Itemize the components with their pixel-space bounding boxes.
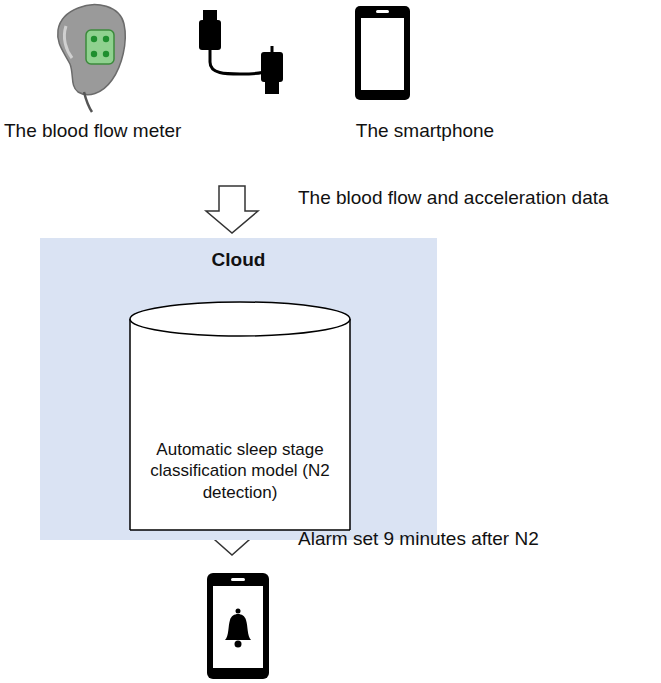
cloud-panel: CloudAutomatic sleep stage classificatio… <box>40 238 437 540</box>
flow-arrow <box>206 186 258 233</box>
device-label: The blood flow meter <box>4 120 181 142</box>
panel-title: Cloud <box>212 248 266 272</box>
arrow-label: The blood flow and acceleration data <box>298 187 609 209</box>
node-text: Automatic sleep stage classification mod… <box>144 439 336 503</box>
cable-icon <box>199 10 283 94</box>
smartphone-icon <box>355 6 410 100</box>
model-cylinder: Automatic sleep stage classification mod… <box>128 300 352 610</box>
arrow-label: Alarm set 9 minutes after N2 <box>298 528 539 550</box>
blood-flow-meter-icon <box>58 5 126 112</box>
device-label: The smartphone <box>356 120 494 142</box>
alarm-phone-icon <box>207 573 269 679</box>
